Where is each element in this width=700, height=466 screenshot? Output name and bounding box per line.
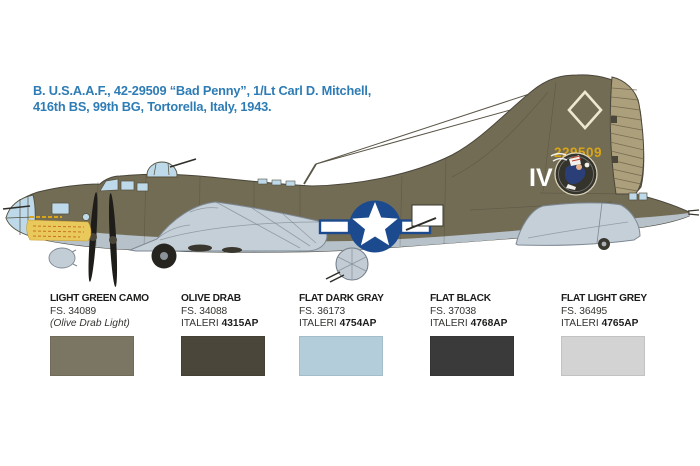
caption-line-2: 416th BS, 99th BG, Tortorella, Italy, 19… xyxy=(33,98,272,114)
wing-panel-lines xyxy=(157,201,319,249)
swatch-brand-line: ITALERI 4754AP xyxy=(299,318,377,329)
paint-swatch-olive-drab: OLIVE DRAB FS. 34088 ITALERI 4315AP xyxy=(181,293,301,376)
insignia-star xyxy=(352,202,398,246)
swatch-color-chip xyxy=(561,335,645,376)
swatch-brand-line: ITALERI 4315AP xyxy=(181,318,259,329)
paint-swatch-flat-dark-gray: FLAT DARK GRAY FS. 36173 ITALERI 4754AP xyxy=(299,293,419,376)
tail-diamond-marking xyxy=(567,90,603,130)
rudder xyxy=(609,76,645,195)
nose-windows xyxy=(51,202,90,221)
ball-turret-gun xyxy=(325,271,341,280)
underwing-rack-front xyxy=(188,244,212,252)
swatch-code: 4765AP xyxy=(601,318,639,329)
tailplane xyxy=(515,202,641,246)
swatch-fs: FS. 37038 xyxy=(430,305,477,317)
main-gear-wheel xyxy=(151,243,177,269)
nose-art xyxy=(26,216,92,242)
swatch-name: LIGHT GREEN CAMO xyxy=(50,293,149,304)
swatch-name: FLAT BLACK xyxy=(430,293,491,304)
swatch-name: FLAT DARK GRAY xyxy=(299,293,384,304)
underwing-bomb xyxy=(48,247,78,269)
rudder-hinge-upper xyxy=(611,116,617,123)
tail-windows xyxy=(628,192,648,201)
ball-turret xyxy=(325,247,369,283)
swatch-color-chip xyxy=(50,335,134,376)
cockpit-windows xyxy=(99,178,149,192)
wing xyxy=(128,201,328,253)
swatch-code: 4754AP xyxy=(339,318,377,329)
swatch-color-chip xyxy=(430,335,514,376)
swatch-note: (Olive Drab Light) xyxy=(50,318,130,329)
top-turret xyxy=(146,158,197,178)
swatch-code: 4315AP xyxy=(221,318,259,329)
swatch-color-chip xyxy=(299,335,383,376)
swatch-color-chip xyxy=(181,335,265,376)
swatch-fs: FS. 34088 xyxy=(181,305,228,317)
bad-penny-coin-art xyxy=(550,152,598,196)
propellers xyxy=(88,192,118,287)
rudder-hinge-lower xyxy=(612,156,618,163)
coin-figure-face xyxy=(576,164,582,170)
paint-swatch-flat-black: FLAT BLACK FS. 37038 ITALERI 4768AP xyxy=(430,293,550,376)
radio-room-windows xyxy=(257,178,296,187)
tail-gun-barrels xyxy=(687,209,700,216)
paint-swatch-flat-light-grey: FLAT LIGHT GREY FS. 36495 ITALERI 4765AP xyxy=(561,293,681,376)
swatch-fs: FS. 36495 xyxy=(561,305,608,317)
swatch-name: OLIVE DRAB xyxy=(181,293,241,304)
coin-figure-boot xyxy=(566,184,576,190)
swatch-brand-line: ITALERI 4768AP xyxy=(430,318,508,329)
coin-script-text xyxy=(550,152,568,162)
swatch-fs: FS. 36173 xyxy=(299,305,346,317)
nose-gun-barrel xyxy=(2,205,31,210)
caption-line-1: B. U.S.A.A.F., 42-29509 “Bad Penny”, 1/L… xyxy=(33,83,372,98)
swatch-name: FLAT LIGHT GREY xyxy=(561,293,647,304)
waist-gun-window xyxy=(405,204,444,231)
squadron-code-text: IV xyxy=(529,164,553,192)
paint-swatch-light-green-camo: LIGHT GREEN CAMO FS. 34089 (Olive Drab L… xyxy=(50,293,170,376)
underwing-rack-rear xyxy=(222,247,242,253)
aircraft-profile-illustration: 229509 IV xyxy=(2,74,700,287)
paint-swatch-legend: LIGHT GREEN CAMO FS. 34089 (Olive Drab L… xyxy=(0,293,700,403)
waist-gun-barrel xyxy=(405,217,437,231)
caption-text: B. U.S.A.A.F., 42-29509 “Bad Penny”, 1/L… xyxy=(33,83,371,114)
tail-wheel xyxy=(598,238,610,250)
swatch-fs: FS. 34089 xyxy=(50,305,97,317)
top-turret-gun xyxy=(169,158,197,168)
swatch-brand-line: ITALERI 4765AP xyxy=(561,318,639,329)
swatch-code: 4768AP xyxy=(470,318,508,329)
